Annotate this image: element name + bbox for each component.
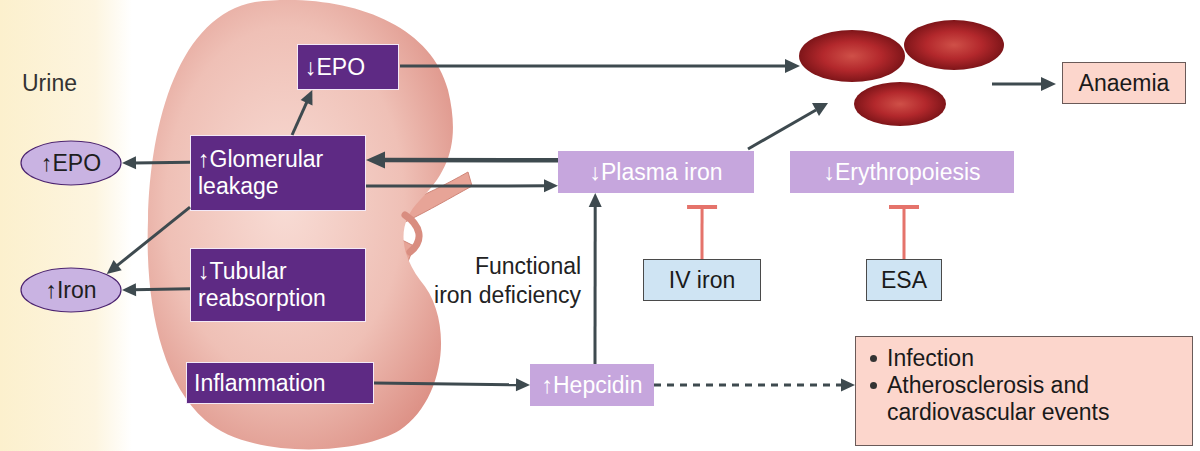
node-text: ↓Erythropoiesis [823,159,980,186]
arrow-head [841,378,855,391]
band-title: Urine [22,70,77,97]
bullet-dot [870,382,877,389]
connector-line [654,383,844,386]
connector-line [903,207,906,259]
bullet-dot [870,355,877,362]
arrow-head [122,156,136,169]
connector-line [701,207,704,259]
arrow-head [1041,77,1056,91]
kidney-box: ↓Tubular reabsorption [190,248,366,322]
urine-oval: ↑Iron [20,267,122,313]
connector-line [115,207,190,267]
node-text: ↓EPO [305,54,365,81]
node-text: Inflammation [194,370,326,397]
kidney-box: ↑Glomerular leakage [190,135,366,211]
node-text: ESA [881,267,927,294]
kidney-box: ↓EPO [297,44,399,90]
arrow-connector [589,193,602,364]
node-text: ↑Iron [45,277,96,304]
arrow-connector [122,283,190,296]
red-blood-cell [904,20,1004,70]
red-blood-cell [854,82,946,126]
connector-line [593,204,596,364]
process-box: ↓Plasma iron [558,151,754,193]
flow-arrow-line [400,65,786,68]
process-box: ↓Erythropoiesis [790,151,1014,193]
edge-label: Functional iron deficiency [431,252,581,310]
arrow-connector [107,207,190,274]
oval-shape [21,268,121,312]
red-blood-cell [799,30,905,82]
urine-band: Urine ↑EPO ↑Iron [0,0,132,451]
treatment-box: IV iron [643,259,761,301]
node-text: Anaemia [1079,70,1170,97]
node-text: ↓Tubular reabsorption [198,258,358,312]
connector-line [133,289,190,290]
process-box: ↑Hepcidin [530,364,654,406]
arrow-head [589,193,602,207]
arrow-connector [122,156,190,169]
connector-line [381,158,558,163]
inhibition-connector [687,207,717,259]
arrow-head [516,378,530,391]
node-text: ↑EPO [41,150,101,177]
bullet-row: Atherosclerosis and cardiovascular event… [870,372,1182,426]
arrow-head [544,179,558,192]
arrow-head [366,152,385,169]
arrow-head [812,103,828,116]
oval-shape [21,141,121,185]
arrow-connector [374,378,530,391]
arrow-connector [366,179,558,192]
inhibition-connector [889,207,919,259]
arrow-head [785,59,800,73]
arrow-connector [654,378,855,391]
node-text: ↑Glomerular leakage [198,146,358,200]
arrow-head [122,283,136,296]
node-text: ↓Plasma iron [590,159,723,186]
flow-arrow-line [748,110,816,149]
inhibition-bar [687,205,717,209]
arrow-connector [292,90,312,135]
arrow-head [301,90,313,105]
outcome-box: Anaemia [1062,62,1186,104]
kidney-box: Inflammation [186,362,374,404]
connector-line [292,100,308,135]
node-text: IV iron [669,267,735,294]
bullet-text: Infection [887,345,974,372]
flow-arrow-line [992,83,1042,86]
inhibition-bar [889,205,919,209]
bullet-text: Atherosclerosis and cardiovascular event… [887,372,1182,426]
treatment-box: ESA [866,259,942,301]
connector-line [366,184,547,187]
bullet-row: Infection [870,345,1182,372]
node-text: ↑Hepcidin [542,372,643,399]
arrow-connector [366,152,558,169]
renal-vessel [405,215,419,252]
urine-oval: ↑EPO [20,140,122,186]
connector-line [133,161,190,165]
connector-line [374,383,519,385]
outcome-box: InfectionAtherosclerosis and cardiovascu… [855,336,1193,446]
arrow-head [107,260,122,274]
